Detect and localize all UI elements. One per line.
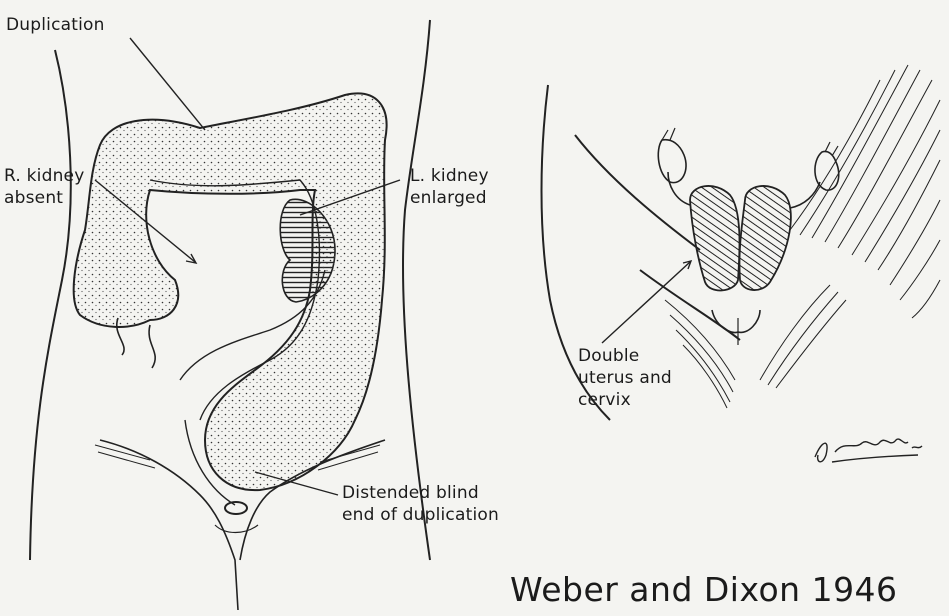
anus — [225, 502, 247, 514]
label-l-kidney-enlarged: L. kidney enlarged — [410, 165, 489, 209]
citation-text: Weber and Dixon 1946 — [510, 570, 898, 609]
colon-duplication — [74, 93, 387, 505]
artist-signature — [815, 439, 922, 462]
label-r-kidney-absent: R. kidney absent — [4, 165, 84, 209]
leader-line-right — [602, 261, 691, 343]
double-uterus — [658, 128, 838, 345]
label-double-uterus-cervix: Double uterus and cervix — [578, 345, 672, 411]
label-distended-blind-end: Distended blind end of duplication — [342, 482, 499, 526]
label-duplication: Duplication — [6, 14, 105, 36]
